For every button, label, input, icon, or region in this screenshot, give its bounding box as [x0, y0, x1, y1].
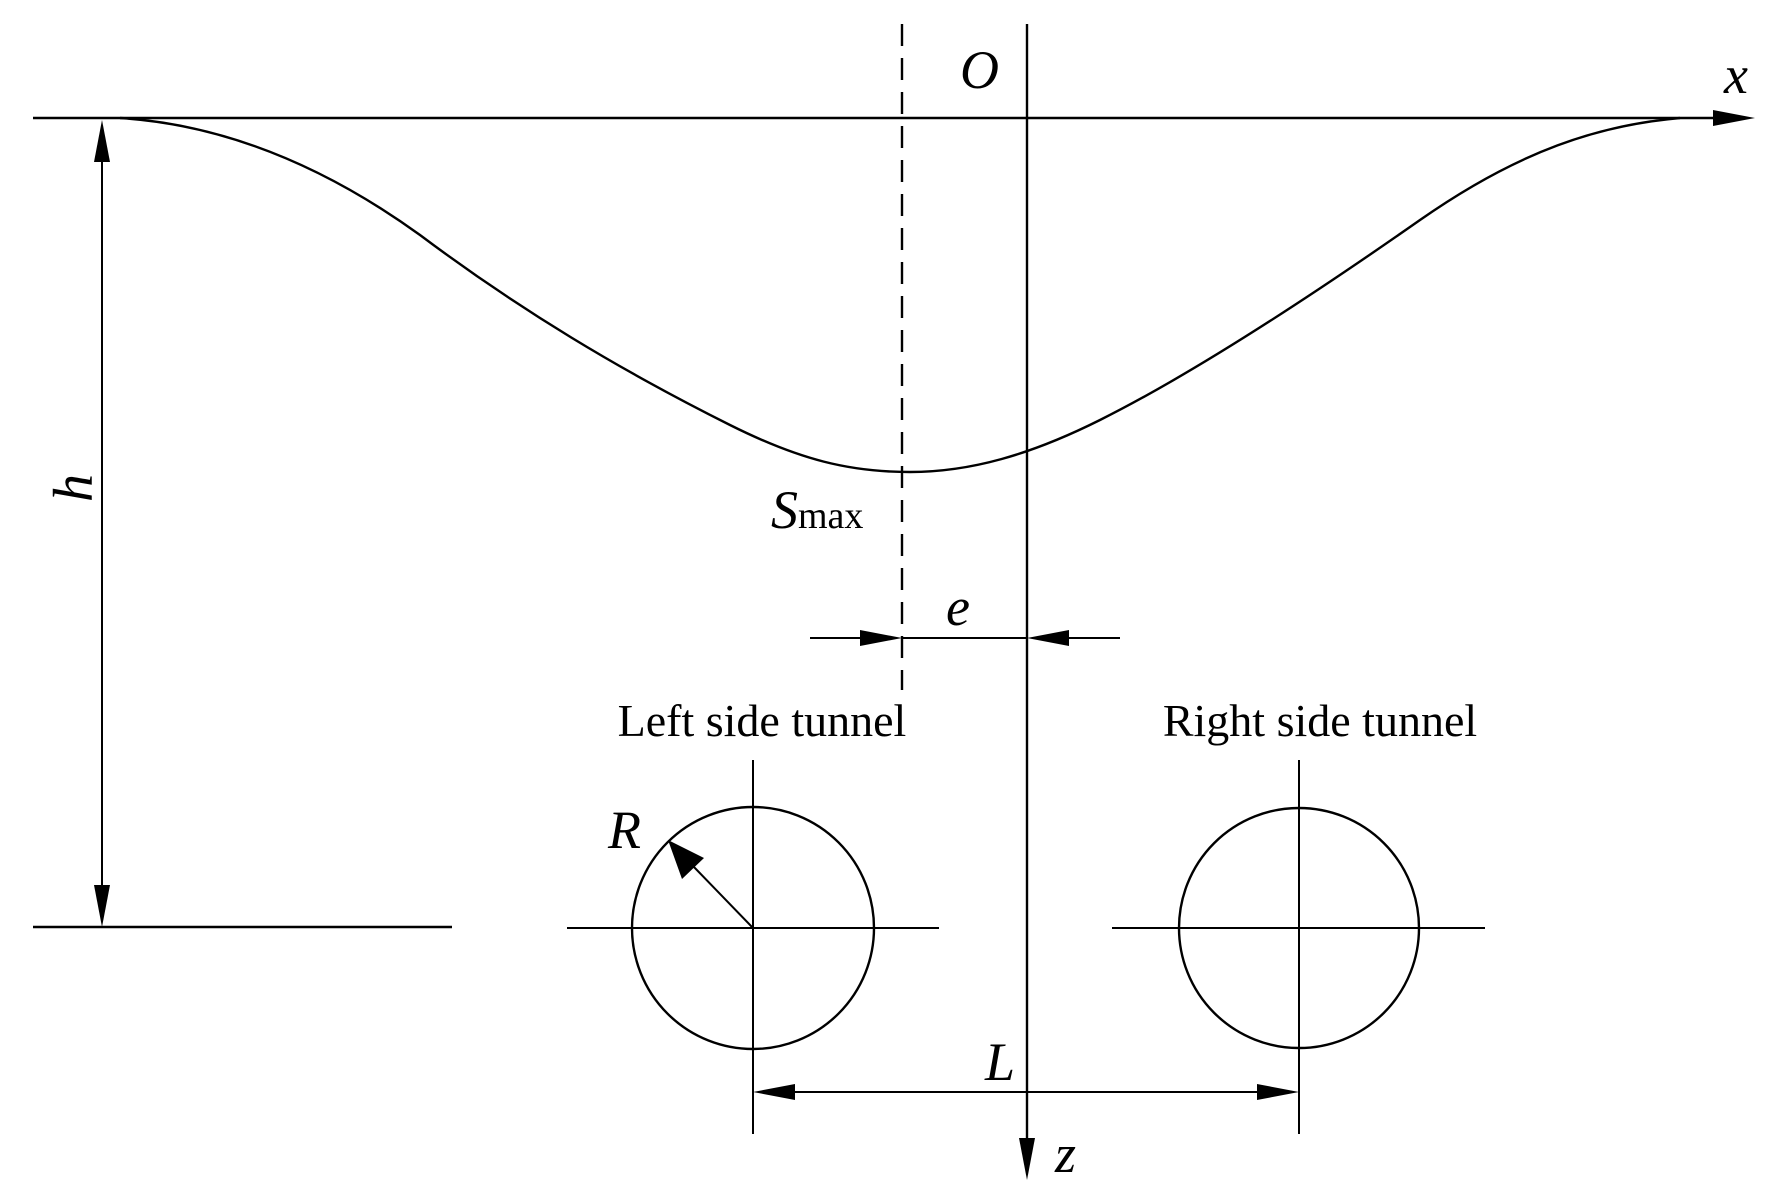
depth-arrowhead-bottom: [94, 885, 110, 927]
spacing-arrowhead-left: [753, 1084, 795, 1100]
origin-label: O: [960, 40, 999, 100]
depth-label: h: [43, 474, 105, 502]
left-tunnel-label: Left side tunnel: [618, 695, 907, 746]
z-axis-arrowhead: [1019, 1138, 1035, 1180]
eccentricity-arrowhead-right: [1027, 630, 1069, 646]
settlement-trough-curve: [119, 116, 1681, 474]
radius-label: R: [607, 800, 641, 860]
radius-arrowhead: [668, 840, 704, 879]
radius-line: [692, 865, 754, 929]
depth-arrowhead-top: [94, 120, 110, 162]
eccentricity-label: e: [946, 577, 970, 637]
x-axis-arrowhead: [1713, 110, 1755, 126]
max-settlement-label: Smax: [771, 480, 863, 540]
spacing-arrowhead-right: [1257, 1084, 1299, 1100]
x-axis-label: x: [1723, 45, 1748, 105]
z-axis-label: z: [1054, 1124, 1076, 1184]
right-tunnel-label: Right side tunnel: [1163, 695, 1477, 746]
spacing-label: L: [984, 1032, 1015, 1092]
eccentricity-arrowhead-left: [860, 630, 902, 646]
